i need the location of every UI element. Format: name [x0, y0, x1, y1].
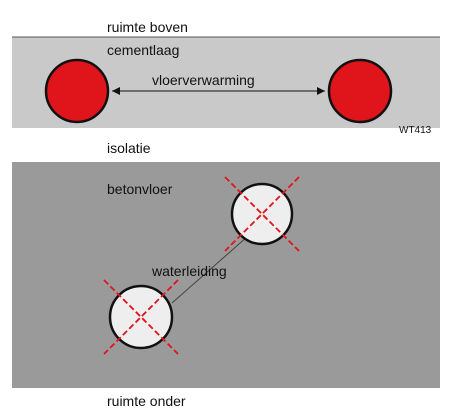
- top-space-label: ruimte boven: [107, 19, 188, 35]
- floor-heating-label: vloerverwarming: [152, 72, 255, 88]
- water-pipe-label: waterleiding: [152, 263, 227, 279]
- water-pipe-connector-line: [171, 236, 248, 304]
- heating-pipe-right: [327, 58, 393, 124]
- concrete-floor-label: betonvloer: [107, 181, 173, 197]
- insulation-label: isolatie: [107, 140, 151, 156]
- heating-pipe-left: [44, 58, 110, 124]
- concrete-floor-band: [12, 162, 440, 388]
- cement-layer-label: cementlaag: [107, 42, 180, 58]
- bottom-space-label: ruimte onder: [107, 393, 186, 409]
- drawing-code-label: WT413: [399, 125, 432, 136]
